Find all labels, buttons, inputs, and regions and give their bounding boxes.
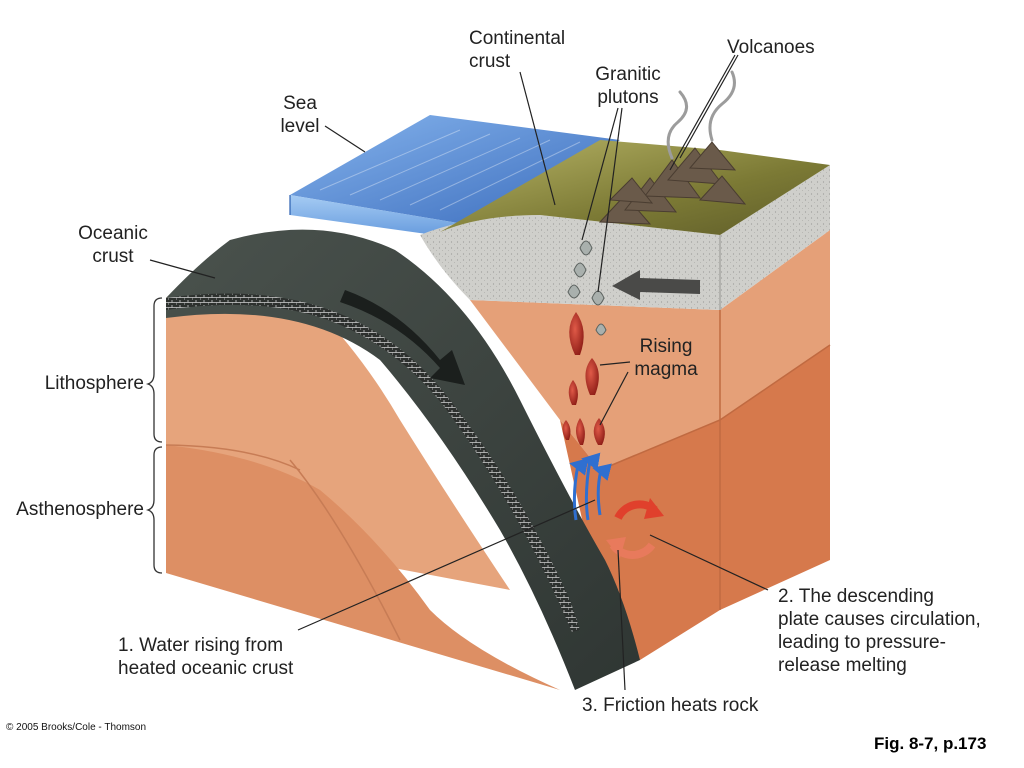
step1-label: 1. Water rising from heated oceanic crus… (118, 635, 294, 679)
figure-reference: Fig. 8-7, p.173 (874, 734, 987, 753)
volcanoes-label: Volcanoes (727, 37, 815, 58)
leader-lines (149, 54, 769, 691)
volcano-range (598, 141, 747, 225)
asthenosphere-right (560, 345, 830, 660)
sea-top (290, 115, 620, 225)
sea-front (290, 195, 470, 240)
subduction-arrow (340, 290, 465, 385)
lithosphere-label: Lithosphere (44, 373, 144, 394)
rising-magma-label: Rising magma (634, 336, 698, 380)
lithosphere-brace (145, 297, 163, 443)
circulation-arrow (606, 498, 664, 559)
asthenosphere-brace (145, 446, 163, 574)
sea-level-label: Sea level (280, 93, 320, 137)
oceanic-crust-label: Oceanic crust (78, 223, 148, 267)
step3-label: 3. Friction heats rock (582, 695, 759, 716)
granitic-plutons (567, 240, 607, 336)
asthenosphere-left-front (166, 445, 560, 690)
granitic-plutons-label: Granitic plutons (595, 64, 661, 108)
magma-blobs (562, 312, 605, 445)
water-arrows (569, 452, 612, 521)
step2-label: 2. The descending plate causes circulati… (778, 586, 981, 676)
volcano-smoke (666, 70, 736, 160)
continental-crust (420, 165, 830, 310)
continent-arrow (612, 270, 700, 300)
copyright-text: © 2005 Brooks/Cole - Thomson (6, 722, 147, 733)
lithosphere-right (470, 230, 830, 470)
asthenosphere-label: Asthenosphere (16, 499, 144, 520)
continental-crust-label: Continental crust (469, 28, 566, 72)
oceanic-slab (166, 229, 640, 691)
